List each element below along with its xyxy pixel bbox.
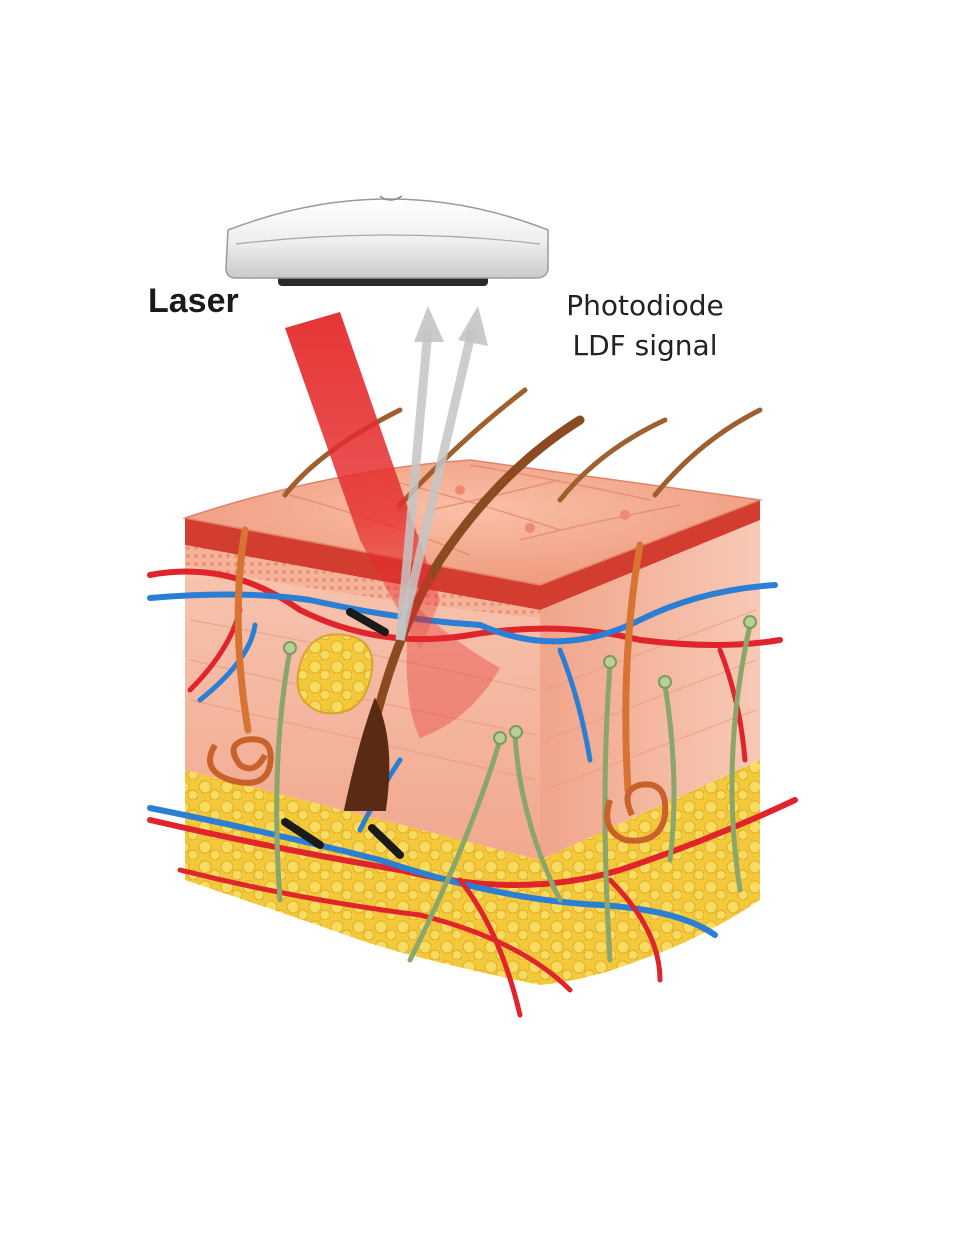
follicle-right bbox=[622, 541, 644, 794]
vein-upper bbox=[147, 582, 778, 645]
hair-bulb bbox=[343, 697, 390, 811]
photodiode-label: Photodiode LDF signal bbox=[530, 286, 760, 366]
laser-scatter bbox=[406, 600, 500, 738]
fat-layer-front bbox=[185, 770, 540, 985]
pores bbox=[396, 485, 630, 533]
arrector-pili bbox=[281, 608, 404, 859]
probe-edge-line bbox=[235, 234, 541, 245]
signal-arrow-right bbox=[395, 328, 477, 642]
epidermis-front bbox=[185, 518, 540, 610]
artery-lower bbox=[147, 797, 798, 888]
sweat-glands bbox=[207, 736, 669, 844]
photodiode-label-line2: LDF signal bbox=[572, 329, 718, 362]
vein-lower bbox=[147, 805, 718, 938]
signal-arrowhead-right bbox=[458, 306, 488, 346]
laser-label: Laser bbox=[148, 282, 239, 320]
probe-notch bbox=[379, 195, 403, 201]
nerve-endings bbox=[283, 615, 757, 745]
papillary-layer-front bbox=[185, 545, 540, 618]
photodiode-label-line1: Photodiode bbox=[566, 289, 724, 322]
follicle-left bbox=[234, 526, 252, 734]
signal-arrows bbox=[395, 306, 488, 642]
sebaceous-gland bbox=[296, 633, 374, 715]
epidermis-side bbox=[540, 500, 760, 610]
signal-arrowhead-left bbox=[414, 306, 444, 342]
artery-upper bbox=[147, 568, 783, 648]
skin-block bbox=[182, 459, 763, 985]
hair-follicles bbox=[234, 387, 763, 811]
nerves bbox=[274, 622, 753, 963]
laser-beam bbox=[285, 312, 440, 650]
probe-body bbox=[225, 198, 549, 279]
ldf-probe bbox=[225, 195, 549, 286]
vessels bbox=[147, 568, 798, 1018]
dermis-side bbox=[540, 520, 760, 860]
signal-arrow-left bbox=[395, 329, 433, 641]
sweat-gland-left bbox=[207, 736, 274, 786]
sweat-gland-right bbox=[604, 781, 669, 844]
